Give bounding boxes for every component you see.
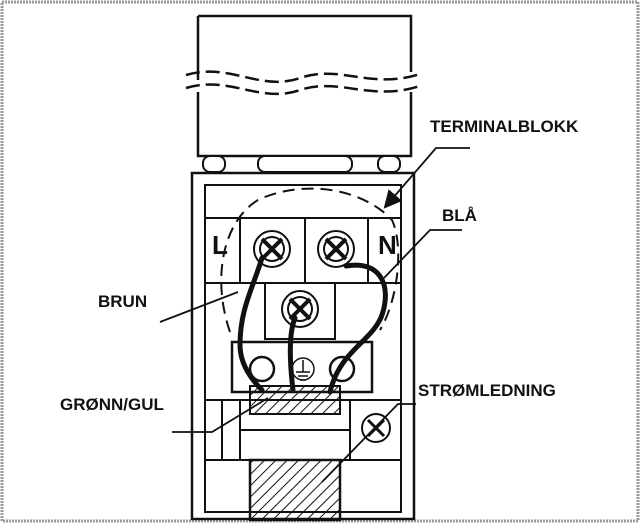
label-live: L <box>212 230 228 260</box>
screw-earth <box>281 290 319 328</box>
wire-green-yellow <box>287 315 298 393</box>
wires <box>237 255 388 395</box>
leader-lines <box>159 147 470 483</box>
power-cord <box>248 458 342 522</box>
connector-tabs <box>202 155 401 173</box>
wire-blue <box>327 262 388 395</box>
lower-block <box>230 340 374 394</box>
label-blue: BLÅ <box>442 206 477 225</box>
label-brown: BRUN <box>98 292 147 311</box>
wire-brown <box>237 255 265 393</box>
label-terminal-block: TERMINALBLOKK <box>430 117 579 136</box>
label-neutral: N <box>378 230 397 260</box>
screw-neutral <box>317 230 355 268</box>
label-green-yellow: GRØNN/GUL <box>60 395 164 414</box>
label-power-cord: STRØMLEDNING <box>418 381 556 400</box>
